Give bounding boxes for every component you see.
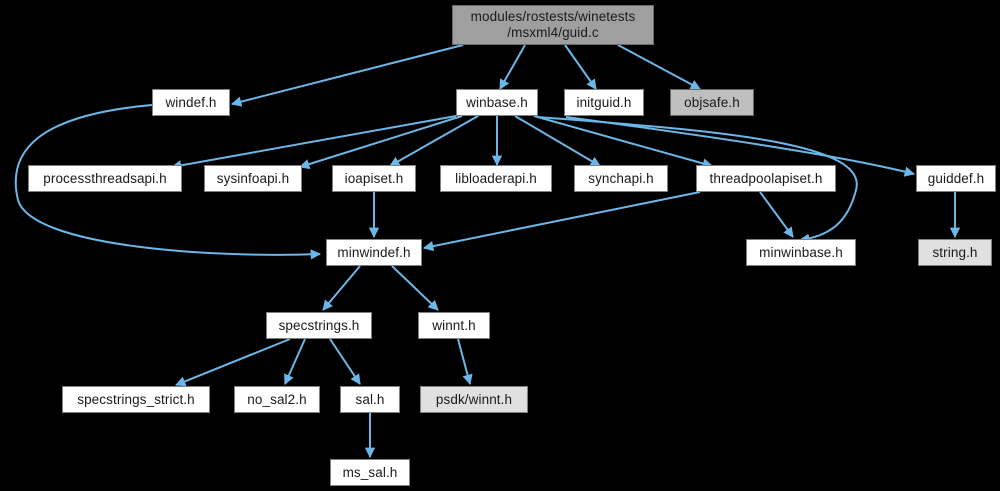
graph-edge-initguid-to-guiddef <box>565 116 916 177</box>
graph-edge-specstrings-to-specstrings_strict <box>175 338 291 387</box>
graph-edge-minwindef-to-winnt <box>391 265 439 311</box>
graph-node-ms_sal[interactable]: ms_sal.h <box>330 459 410 486</box>
graph-edge-root-to-winbase <box>499 44 526 90</box>
graph-node-ioapiset[interactable]: ioapiset.h <box>332 165 416 192</box>
graph-node-psdk_winnt[interactable]: psdk/winnt.h <box>420 386 528 413</box>
graph-node-minwinbase[interactable]: minwinbase.h <box>746 239 856 266</box>
graph-node-string[interactable]: string.h <box>918 239 992 266</box>
graph-node-no_sal2[interactable]: no_sal2.h <box>234 386 320 413</box>
graph-node-synchapi[interactable]: synchapi.h <box>574 165 668 192</box>
graph-node-windef[interactable]: windef.h <box>152 89 230 116</box>
graph-node-root[interactable]: modules/rostests/winetests /msxml4/guid.… <box>452 5 654 45</box>
graph-edge-threadpoolapiset-to-minwinbase <box>759 191 794 238</box>
graph-node-objsafe[interactable]: objsafe.h <box>670 89 754 116</box>
graph-edge-root-to-windef <box>230 44 464 107</box>
graph-edge-threadpoolapiset-to-minwindef <box>422 191 701 252</box>
graph-node-specstrings[interactable]: specstrings.h <box>266 312 372 339</box>
graph-edge-minwindef-to-specstrings <box>322 265 361 311</box>
graph-node-sysinfoapi[interactable]: sysinfoapi.h <box>204 165 302 192</box>
graph-edge-winbase-to-minwinbase <box>537 116 858 244</box>
graph-node-guiddef[interactable]: guiddef.h <box>916 165 996 192</box>
graph-edge-windef-to-minwindef <box>14 104 322 260</box>
graph-edge-root-to-objsafe <box>617 44 701 90</box>
graph-edge-winbase-to-synchapi <box>514 115 601 167</box>
graph-edge-winbase-to-processthreadsapi <box>170 115 457 171</box>
graph-node-libloaderapi[interactable]: libloaderapi.h <box>440 165 552 192</box>
graph-node-winnt[interactable]: winnt.h <box>418 312 490 339</box>
graph-edge-specstrings-to-no_sal2 <box>284 338 306 385</box>
graph-node-sal[interactable]: sal.h <box>340 386 400 413</box>
graph-edge-winbase-to-ioapiset <box>389 115 479 167</box>
graph-node-winbase[interactable]: winbase.h <box>456 89 538 116</box>
graph-edge-winbase-to-threadpoolapiset <box>533 115 714 169</box>
graph-node-processthreadsapi[interactable]: processthreadsapi.h <box>28 165 182 192</box>
graph-edge-winnt-to-psdk_winnt <box>457 338 473 386</box>
graph-edge-winbase-to-sysinfoapi <box>299 115 463 170</box>
graph-edge-root-to-initguid <box>564 44 597 90</box>
graph-node-specstrings_strict[interactable]: specstrings_strict.h <box>62 386 210 413</box>
graph-node-initguid[interactable]: initguid.h <box>564 89 644 116</box>
graph-node-minwindef[interactable]: minwindef.h <box>326 239 422 266</box>
graph-edge-specstrings-to-sal <box>329 338 361 385</box>
graph-node-threadpoolapiset[interactable]: threadpoolapiset.h <box>696 165 836 192</box>
